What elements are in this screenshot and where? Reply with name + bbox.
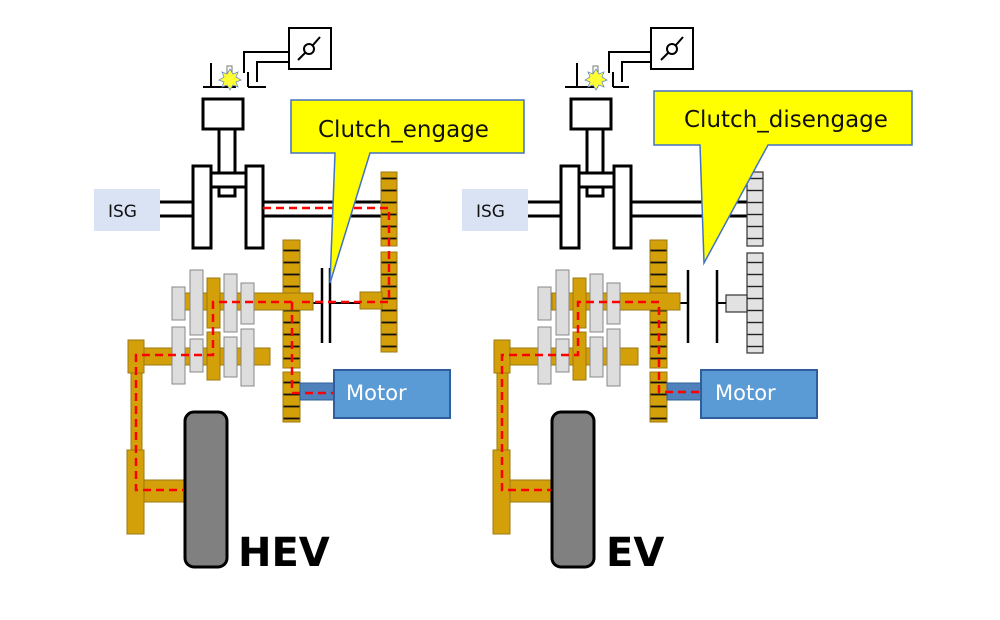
- motor-shaft: [299, 382, 335, 401]
- mode-label-ev: EV: [606, 530, 664, 576]
- power-flow-path: [134, 206, 391, 492]
- throttle-valve-icon: [303, 43, 315, 55]
- engine: [191, 97, 265, 250]
- motor-label: Motor: [346, 381, 407, 405]
- wheel: [183, 410, 229, 569]
- gearset: [171, 269, 255, 387]
- engine: [559, 97, 633, 250]
- crank-web-left: [191, 164, 213, 250]
- ignition-assembly: [203, 27, 332, 91]
- piston: [569, 97, 613, 131]
- engine-gear-lower-idle: [746, 252, 764, 354]
- motor-label: Motor: [715, 381, 776, 405]
- throttle-valve-icon: [666, 43, 678, 55]
- spark-icon: [584, 68, 608, 91]
- callout-label: Clutch_disengage: [684, 107, 888, 133]
- isg-box: [94, 189, 160, 231]
- crank-web-right: [244, 164, 265, 250]
- power-flow-path: [500, 300, 699, 492]
- mode-label-hev: HEV: [238, 530, 330, 576]
- crank-web-right: [612, 164, 633, 250]
- ignition-assembly: [565, 27, 694, 91]
- spark-icon: [218, 68, 242, 91]
- engine-gear-upper-idle: [746, 171, 764, 247]
- isg-label: ISG: [108, 202, 137, 222]
- motor-box: [700, 369, 818, 419]
- panel-ev: ISG: [462, 27, 913, 576]
- isg-label: ISG: [476, 202, 505, 222]
- panel-hev: ISG: [94, 27, 525, 576]
- crank-web-left: [559, 164, 581, 250]
- isg-box: [462, 189, 528, 231]
- piston: [201, 97, 245, 131]
- callout-clutch-engage: Clutch_engage: [290, 99, 525, 284]
- callout-clutch-disengage: Clutch_disengage: [653, 90, 913, 266]
- axle: [509, 479, 553, 503]
- motor-gear: [282, 371, 301, 423]
- callout-label: Clutch_engage: [318, 117, 489, 143]
- motor-box: [333, 369, 451, 419]
- wheel: [550, 410, 596, 569]
